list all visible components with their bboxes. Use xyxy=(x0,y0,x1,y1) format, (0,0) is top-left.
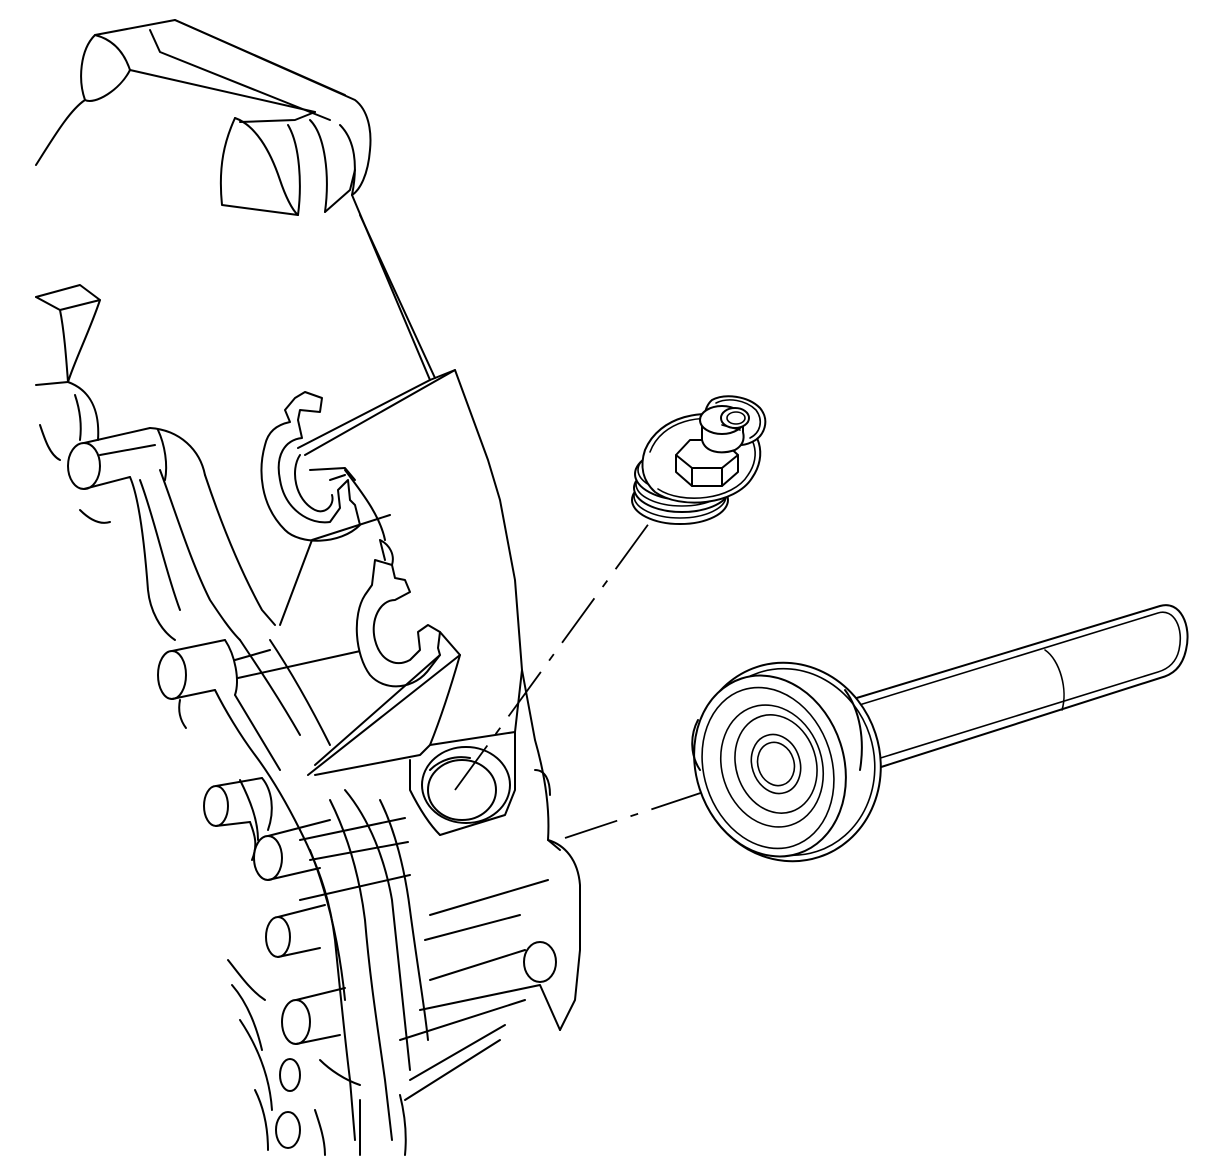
transmission-case xyxy=(35,19,581,1156)
sensor-bore xyxy=(421,746,511,824)
alignment-lines xyxy=(454,514,771,839)
sensor-switch xyxy=(631,395,767,525)
seal-installer-tool xyxy=(691,604,1189,863)
